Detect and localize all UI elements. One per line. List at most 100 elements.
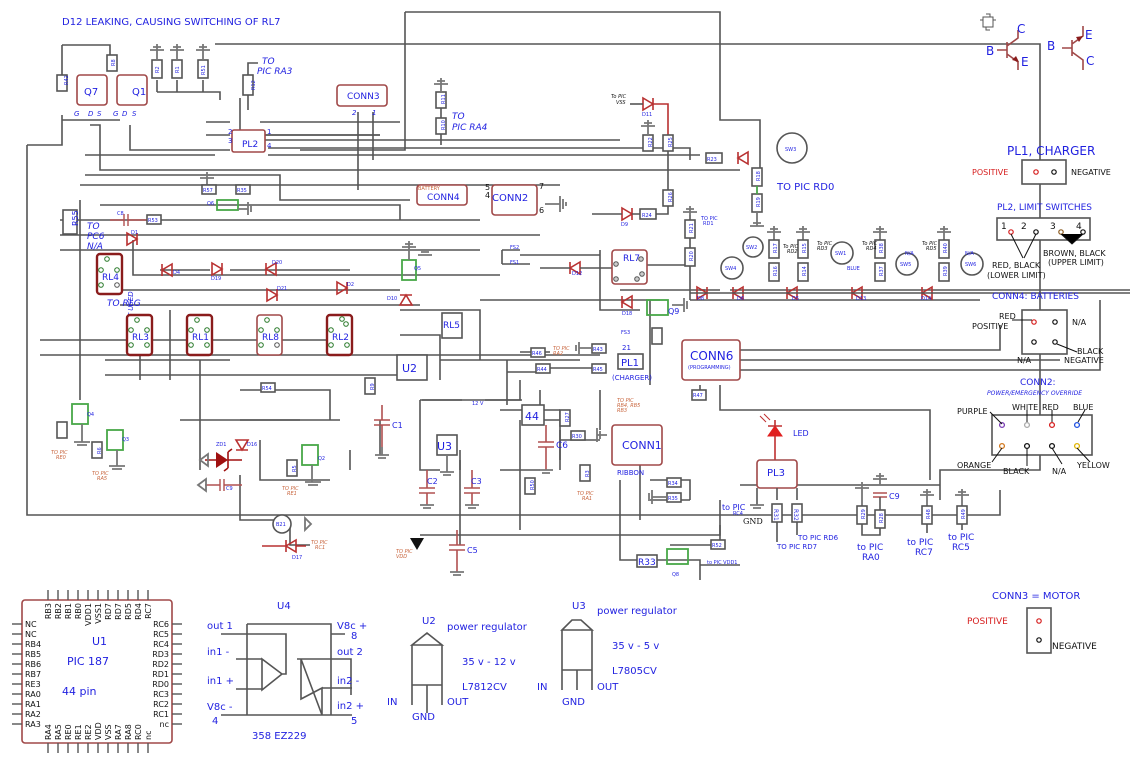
to-pic-rd2-line1: To PIC	[783, 244, 799, 250]
u1-pin-label-right: RC4	[153, 640, 169, 649]
q2-transistor[interactable]	[301, 444, 319, 466]
u1-pin-label-top: RB2	[54, 603, 63, 619]
r3-resistor	[579, 464, 591, 482]
opamp-44[interactable]: 44	[521, 404, 545, 426]
b21-buzzer: B21	[272, 514, 292, 534]
svg-text:IN: IN	[537, 682, 547, 693]
svg-text:(PROGRAMMING): (PROGRAMMING)	[688, 365, 731, 371]
rl1-relay[interactable]: RL1	[185, 313, 214, 357]
rl4-relay[interactable]: RL4	[95, 252, 124, 296]
svg-text:2: 2	[228, 128, 232, 136]
r35-label: R35	[237, 188, 247, 194]
to-pic-rc7-line2: RC7	[915, 548, 933, 558]
u1-pin-label-bottom: RA5	[54, 724, 63, 740]
r54-label: R54	[262, 386, 272, 392]
u1-pin-label-bottom: RA8	[124, 724, 133, 740]
conn6-connector[interactable]: CONN6 (PROGRAMMING)	[681, 339, 741, 381]
svg-text:CONN1: CONN1	[622, 439, 662, 452]
r27-resistor	[559, 409, 571, 427]
u2-regulator-block[interactable]: U2	[396, 354, 428, 381]
svg-text:PL1, CHARGER: PL1, CHARGER	[1007, 144, 1095, 158]
sw2-switch[interactable]: SW2	[742, 236, 764, 258]
u4-opamp-chip[interactable]: U4 out 1 in1 - in1 + V8c - 4 V8c + 8 out…	[207, 601, 367, 742]
sw6-switch[interactable]: SW6	[960, 252, 984, 276]
svg-text:PL1: PL1	[621, 358, 639, 369]
c7-capacitor	[873, 492, 887, 498]
to-pic-rc7-line1: to PIC	[907, 538, 933, 548]
c1-capacitor: C1	[374, 405, 403, 459]
q7-mosfet[interactable]: Q7 G D S	[74, 74, 108, 118]
u3-regulator-block[interactable]: U3	[436, 434, 458, 456]
svg-text:RIBBON: RIBBON	[617, 469, 644, 477]
svg-text:4: 4	[485, 191, 490, 200]
q3-transistor[interactable]	[106, 429, 124, 451]
conn2-connector[interactable]: CONN2 5 4 7 6	[485, 182, 544, 216]
conn3-connector[interactable]: CONN3 2 1	[336, 84, 388, 117]
pl2-connector[interactable]: PL2 2 3 1 4	[228, 128, 272, 153]
svg-text:PL2: PL2	[242, 140, 258, 150]
to-pic-ra4-line2: PIC RA4	[452, 123, 488, 133]
to-pic-vdd1-label: to PIC VDD1	[707, 560, 737, 566]
svg-text:D5: D5	[792, 296, 799, 302]
to-pic-rd1-line2: RD1	[703, 221, 714, 227]
sw5-switch[interactable]: SW5	[895, 252, 919, 276]
conn1-connector[interactable]: CONN1 RIBBON	[611, 424, 663, 477]
svg-text:N/A: N/A	[1052, 467, 1067, 476]
q1-mosfet[interactable]: Q1 G D S	[113, 74, 148, 118]
u1-pin-label-top: RB0	[74, 603, 83, 619]
sw4-switch[interactable]: SW4	[720, 256, 744, 280]
svg-text:R43: R43	[593, 347, 603, 353]
c3-capacitor: C3	[464, 470, 482, 509]
svg-text:21: 21	[622, 344, 631, 352]
svg-text:R39: R39	[943, 266, 949, 276]
u1-pin-label-left: NC	[25, 630, 37, 639]
q6-transistor[interactable]	[216, 199, 239, 211]
svg-text:POSITIVE: POSITIVE	[972, 168, 1008, 177]
conn4-connector[interactable]: BATTERY CONN4	[416, 184, 468, 206]
q9-transistor[interactable]	[646, 299, 669, 316]
svg-text:RED, BLACK: RED, BLACK	[992, 261, 1041, 270]
svg-text:R8: R8	[111, 59, 117, 66]
svg-text:CONN3: CONN3	[347, 92, 380, 102]
sw3-switch[interactable]: SW3	[776, 132, 808, 164]
u2-power-regulator[interactable]: U2 power regulator 35 v - 12 v L7812CV I…	[387, 616, 528, 723]
rl5-relay[interactable]: RL5	[441, 312, 463, 339]
d20-diode: D20	[264, 260, 282, 277]
to-pic-rd6-label: TO PIC RD6	[797, 534, 839, 542]
r35-resistor	[235, 184, 251, 195]
q4-transistor[interactable]	[71, 403, 89, 425]
svg-text:D: D	[88, 110, 94, 118]
svg-text:R2: R2	[155, 66, 161, 73]
svg-text:LED: LED	[793, 429, 809, 438]
rl7-relay[interactable]: RL7	[611, 249, 648, 285]
to-pic-re1-line1: TO PIC	[282, 486, 299, 492]
pl1-connector[interactable]: PL1 21 (CHARGER)	[612, 344, 652, 382]
svg-text:C1: C1	[392, 421, 403, 430]
to-pic-ra4-line1: TO	[452, 112, 465, 122]
u1-pin-label-top: RD7	[114, 603, 123, 620]
rl3-relay[interactable]: RL3	[125, 313, 154, 357]
to-pic-rd3-line2: RD3	[817, 246, 828, 252]
q8-transistor[interactable]	[666, 548, 689, 565]
to-pic-ra0-line1: to PIC	[857, 543, 883, 553]
to-pic-rd3-line1: To PIC	[817, 241, 833, 247]
sw1-switch[interactable]: SW1	[830, 241, 854, 265]
u1-pin-label-left: RA2	[25, 710, 41, 719]
rl8-relay[interactable]: RL8	[256, 314, 283, 356]
to-pic-vss-line1: To PIC	[611, 94, 627, 100]
svg-text:6: 6	[539, 206, 544, 215]
r33-resistor: R33	[636, 554, 658, 568]
r53-label: R53	[148, 218, 158, 224]
pl3-connector[interactable]: PL3	[756, 459, 798, 489]
to-pic-rd7-label: TO PIC RD7	[776, 543, 817, 551]
c9-capacitor: C9	[205, 479, 242, 492]
r27-label: R27	[565, 412, 571, 422]
svg-text:R46: R46	[532, 351, 542, 357]
u3-power-regulator[interactable]: U3 power regulator 35 v - 5 v L7805CV IN…	[537, 601, 678, 708]
rl2-relay[interactable]: RL2	[325, 313, 354, 357]
u1-pic-chip[interactable]: NCNCRB4RB5RB6RB7RE3RA0RA1RA2RA3RC6RC5RC4…	[12, 590, 182, 753]
gnd-q6	[200, 172, 214, 185]
svg-text:R45: R45	[593, 367, 603, 373]
q5-label: Q5	[414, 266, 421, 272]
to-pic-rc1-line1: TO PIC	[311, 540, 328, 546]
